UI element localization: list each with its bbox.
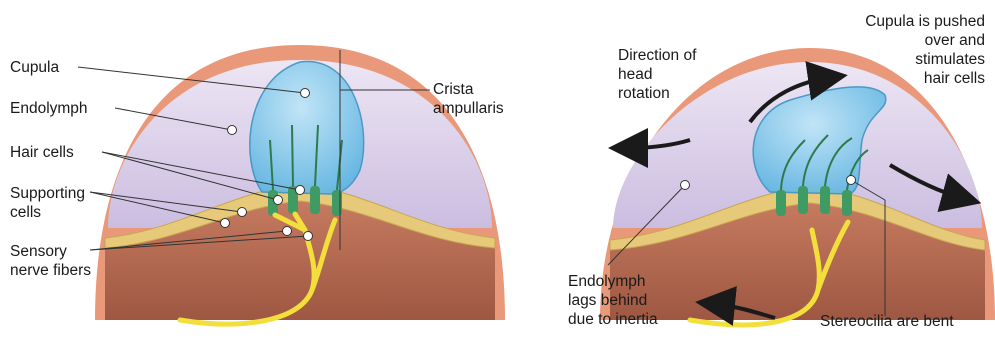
label-crista-ampullaris: Crista ampullaris <box>433 80 504 118</box>
label-stereocilia-bent: Stereocilia are bent <box>820 312 954 331</box>
label-sensory-nerve-fibers: Sensory nerve fibers <box>10 242 91 280</box>
label-endolymph-lags: Endolymph lags behind due to inertia <box>568 272 658 329</box>
label-supporting-cells: Supporting cells <box>10 184 85 222</box>
label-hair-cells: Hair cells <box>10 143 74 162</box>
label-cupula: Cupula <box>10 58 59 77</box>
label-direction-of-head-rotation: Direction of head rotation <box>618 46 696 103</box>
label-endolymph: Endolymph <box>10 99 88 118</box>
label-cupula-pushed: Cupula is pushed over and stimulates hai… <box>865 12 985 88</box>
